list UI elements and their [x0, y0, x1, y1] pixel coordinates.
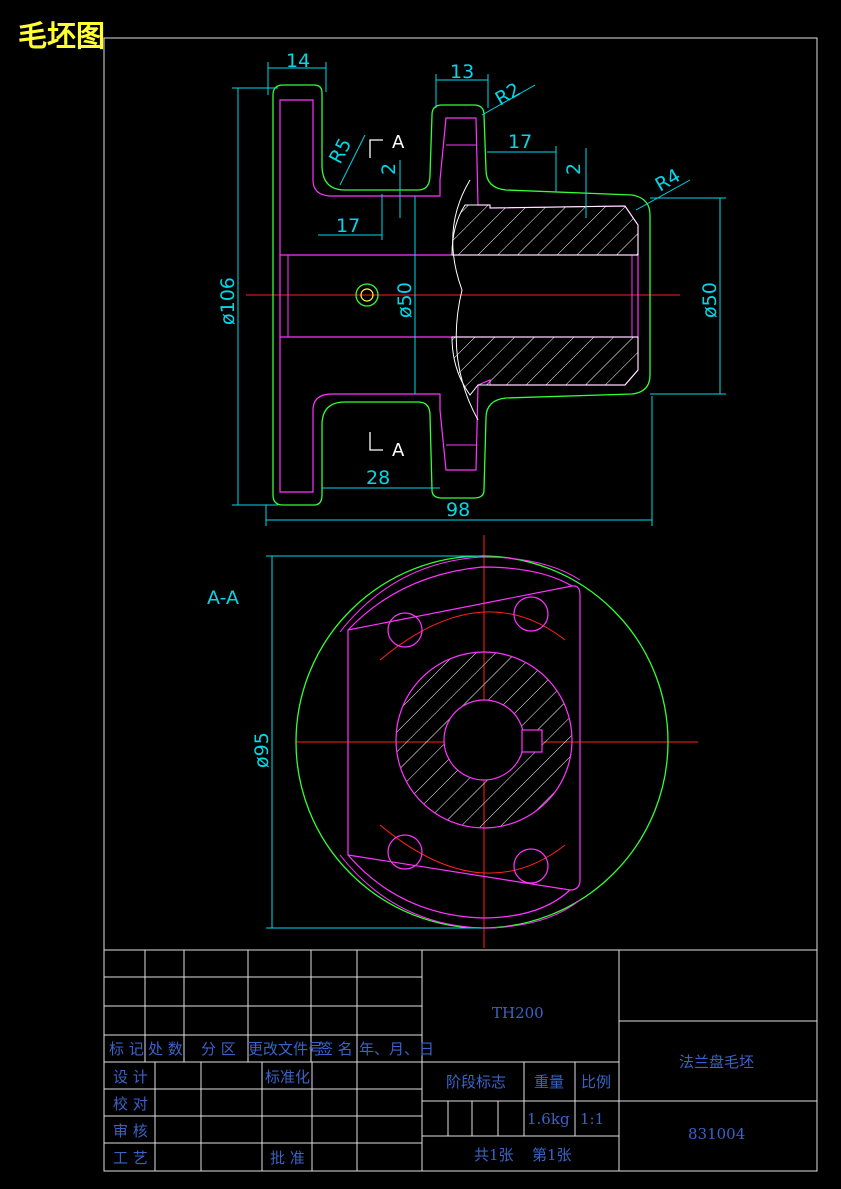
dim-98: 98: [446, 499, 470, 521]
tb-design: 设 计: [113, 1068, 148, 1086]
keyway: [521, 729, 543, 753]
tb-sheet-no: 第1张: [532, 1146, 572, 1164]
dim-14: 14: [286, 50, 310, 72]
tb-zone: 分 区: [201, 1040, 236, 1058]
dim-28: 28: [366, 467, 390, 489]
dim-2-left: 2: [378, 163, 400, 175]
dim-dia-50-mid: ø50: [394, 282, 416, 318]
dim-17-left: 17: [336, 215, 360, 237]
tb-date: 年、月、日: [359, 1040, 434, 1058]
tb-review: 审 核: [113, 1122, 148, 1140]
title-block: 标 记 处 数 分 区 更改文件号 签 名 年、月、日 设 计 标准化 校 对 …: [104, 949, 817, 1171]
hatch-top: [451, 204, 639, 256]
bore: [443, 699, 525, 781]
tb-sign: 签 名: [318, 1040, 353, 1058]
section-mark-bottom: A: [392, 440, 405, 461]
tb-doc: 更改文件号: [248, 1040, 323, 1058]
tb-weight: 1.6kg: [527, 1110, 570, 1128]
section-mark-top: A: [392, 132, 405, 153]
tb-count: 处 数: [148, 1040, 183, 1058]
flange-outline: [347, 585, 581, 891]
dim-dia-95: ø95: [251, 732, 273, 768]
pin-hole-outer: [355, 283, 379, 307]
front-view: 14 13 R2 R5 A 2 17 2 R4 17 ø106 ø50 ø50 …: [217, 50, 726, 526]
section-label: A-A: [207, 587, 239, 609]
bolt-hole-tr: [513, 596, 549, 632]
section-view: A-A ø95: [207, 535, 698, 948]
tb-total-sheets: 共1张: [474, 1146, 514, 1164]
tb-scale: 1:1: [580, 1110, 604, 1128]
blank-outline: [272, 84, 651, 506]
tb-part-name: 法兰盘毛坯: [679, 1053, 754, 1071]
dim-17-right: 17: [508, 131, 532, 153]
dim-dia-106: ø106: [217, 277, 239, 325]
bolt-hole-bl: [387, 834, 423, 870]
tb-scale-label: 比例: [581, 1073, 611, 1091]
hatch-bottom: [451, 336, 639, 396]
tb-stage: 阶段标志: [446, 1073, 506, 1091]
dim-r2: R2: [492, 79, 525, 111]
dim-13: 13: [450, 61, 474, 83]
tb-drawing-no: 831004: [688, 1125, 745, 1143]
bolt-hole-br: [513, 848, 549, 884]
tb-mark: 标 记: [109, 1040, 144, 1058]
bolt-hole-tl: [387, 612, 423, 648]
tb-process: 工 艺: [113, 1149, 148, 1167]
drawing-title: 毛坯图: [18, 19, 105, 53]
tb-standardize: 标准化: [265, 1068, 310, 1086]
dim-2-right: 2: [563, 163, 585, 175]
tb-approve: 批 准: [270, 1149, 305, 1167]
pin-hole-inner: [360, 288, 374, 302]
tb-check: 校 对: [113, 1095, 148, 1113]
dim-dia-50-right: ø50: [699, 282, 721, 318]
drawing-frame: [103, 37, 818, 1172]
dim-r4: R4: [652, 165, 685, 197]
tb-weight-label: 重量: [534, 1073, 564, 1091]
tb-part-code: TH200: [492, 1004, 544, 1022]
